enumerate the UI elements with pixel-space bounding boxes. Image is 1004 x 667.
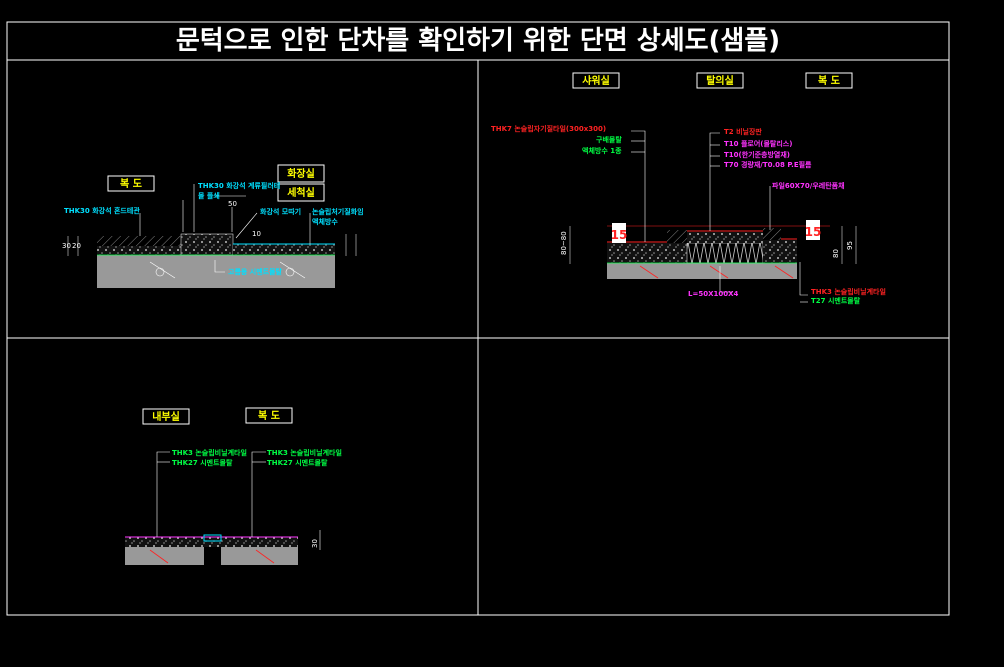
- room-label-box: [107, 175, 155, 192]
- note-waterproof: 액체방수: [312, 217, 338, 226]
- panel-shower-dressing: 샤워실 탈의실 복 도 15 15: [491, 72, 886, 305]
- drawing-frame: [6, 21, 950, 616]
- dim-tag: [612, 223, 626, 243]
- room-label-box: [805, 72, 853, 89]
- note-cement-mortar-right: THK27 시멘트몰탈: [267, 458, 328, 467]
- room-label-dressing: 탈의실: [706, 74, 734, 87]
- dim-right-80: 80: [832, 249, 840, 258]
- note-floor-mortarless: T10 플로어(몰탈리스): [724, 139, 792, 148]
- dim-tag: [806, 220, 820, 240]
- note-nonslip-vinyl: THK3 논슬립비닐계타일: [811, 287, 886, 296]
- insulation-layer: [686, 242, 764, 264]
- note-lightweight-pe: T70 경량재/T0.08 P.E필름: [724, 160, 812, 169]
- room-label-box: [572, 72, 620, 89]
- toilet-floor-layer: [233, 244, 335, 255]
- note-granite: THK30 화강석 혼드테관: [64, 206, 140, 215]
- corridor-floor: [763, 240, 797, 263]
- note-angle: L=50X100X4: [688, 290, 738, 298]
- shower-mortar: [607, 243, 687, 263]
- room-label-corridor: 복 도: [258, 410, 280, 422]
- panel-interior-corridor: 내부실 복 도 THK3 논슬립비닐계타일 THK27 시멘트몰탈 THK3 논…: [125, 407, 342, 565]
- room-label-washroom: 세척실: [287, 186, 315, 199]
- dim-right-95: 95: [846, 241, 854, 250]
- dressing-floor: [687, 232, 763, 243]
- note-nonslip-vinyl-right: THK3 논슬립비닐계타일: [267, 448, 342, 457]
- dim-50: 50: [228, 200, 237, 208]
- room-label-box: [696, 72, 744, 89]
- mortar-layer: [97, 246, 181, 255]
- threshold-stone: [180, 233, 234, 256]
- room-label-corridor: 복 도: [818, 75, 840, 87]
- dim-30: 30: [62, 242, 71, 250]
- room-label-box: [277, 164, 325, 183]
- room-label-shower: 샤워실: [582, 74, 610, 87]
- concrete-slab-left: [125, 547, 204, 565]
- note-nonslip-ceramic: THK7 논슬립자기질타일(300x300): [491, 124, 606, 133]
- note-liquid-waterproof: 액체방수 1종: [582, 146, 622, 155]
- panel-threshold-toilet: 복 도 화장실 세척실 THK30 화강석 계류필러테 몰 플쇄 THK3: [62, 164, 364, 288]
- dim-15-left: 15: [611, 228, 628, 242]
- room-label-box: [277, 183, 325, 202]
- note-pile-urethane: 파일60X70/우레탄폼채: [772, 181, 845, 190]
- note-tile2: 몰 플쇄: [198, 191, 220, 200]
- room-label-toilet: 화장실: [287, 167, 315, 180]
- note-insulation: T10(한기준층방열재): [724, 150, 790, 159]
- dim-20: 20: [72, 242, 81, 250]
- room-label-box: [245, 407, 293, 424]
- note-vinyl-sheet: T2 비닐장판: [724, 127, 762, 136]
- room-label-interior: 내부실: [152, 410, 180, 423]
- threshold-strip: [203, 534, 222, 542]
- dim-10: 10: [252, 230, 261, 238]
- page-title: 문턱으로 인한 단차를 확인하기 위한 단면 상세도(샘플): [176, 26, 780, 56]
- note-chamfer: 화강석 모따기: [260, 207, 301, 216]
- concrete-slab: [607, 263, 797, 279]
- dim-15-right: 15: [805, 225, 822, 239]
- concrete-slab-right: [221, 547, 298, 565]
- note-cement-mortar-left: THK27 시멘트몰탈: [172, 458, 233, 467]
- note-nonslip: 논슬립처기질화임: [312, 207, 364, 216]
- room-label-corridor: 복 도: [120, 178, 142, 190]
- note-cement-mortar: T27 시멘트몰탈: [811, 296, 861, 305]
- note-mortar: 고름용 시멘트몰탈: [228, 267, 283, 276]
- dim-30: 30: [311, 539, 319, 548]
- threshold-block: [667, 230, 687, 243]
- concrete-slab: [97, 255, 335, 288]
- threshold-block: [763, 228, 781, 240]
- note-slope-mortar: 구배몰탈: [596, 135, 622, 144]
- note-nonslip-vinyl-left: THK3 논슬립비닐계타일: [172, 448, 247, 457]
- granite-layer: [97, 236, 181, 246]
- note-tile: THK30 화강석 계류필러테: [198, 181, 280, 190]
- dim-left: 80~80: [560, 231, 568, 255]
- room-label-box: [142, 408, 190, 425]
- mortar-layer: [125, 537, 298, 547]
